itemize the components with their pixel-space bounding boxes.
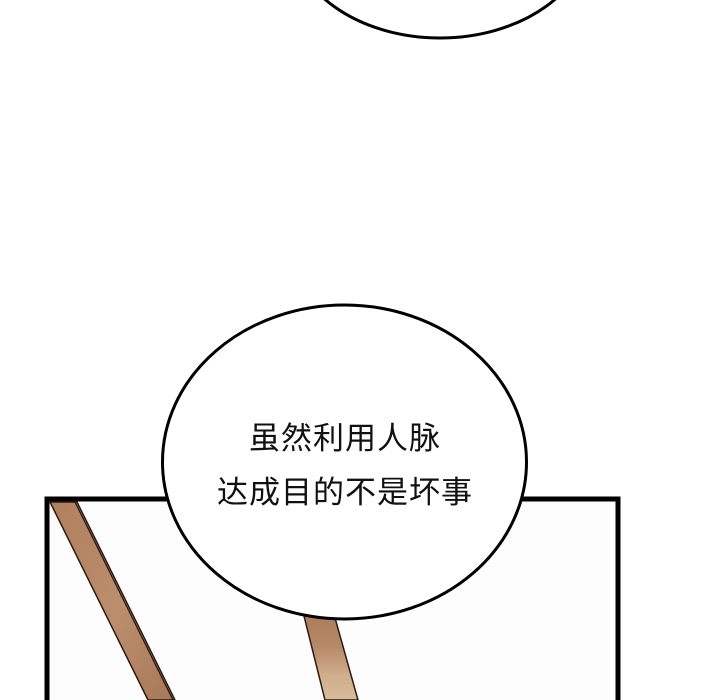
- top-speech-bubble: [323, 0, 557, 40]
- speech-line-1: 虽然利用人脉: [249, 421, 441, 457]
- speech-bubble-text: 虽然利用人脉 达成目的不是坏事: [162, 412, 528, 520]
- left-strap: [48, 501, 176, 700]
- main-speech-bubble: [161, 303, 528, 621]
- speech-line-2: 达成目的不是坏事: [217, 475, 473, 511]
